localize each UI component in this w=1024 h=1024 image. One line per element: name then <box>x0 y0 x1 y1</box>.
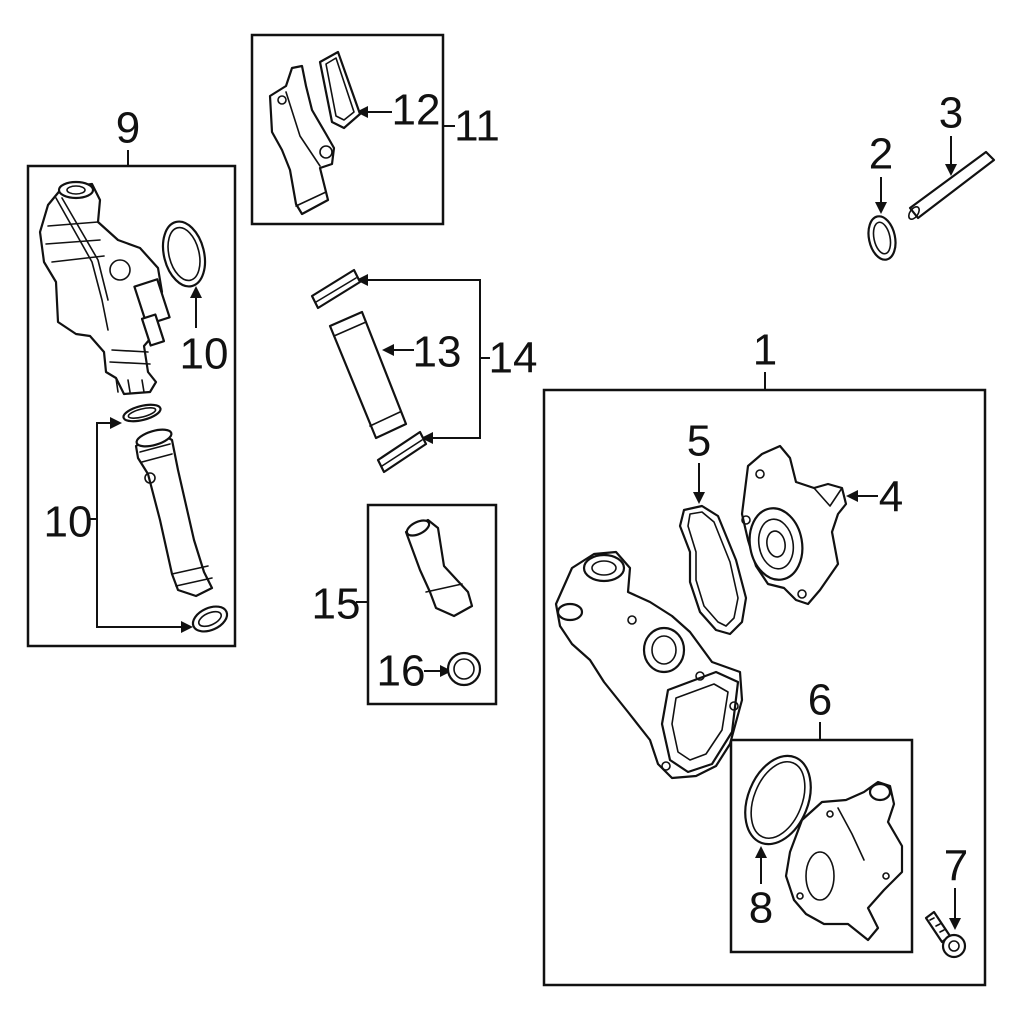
thermostat-housing <box>554 550 744 780</box>
part-10-o-ring-top <box>122 403 162 423</box>
coolant-pipe <box>134 428 214 598</box>
group-box-15 <box>366 503 498 706</box>
part-14-seal-upper <box>310 268 362 310</box>
group-box-6 <box>729 738 914 954</box>
part-7-bolt <box>924 910 967 959</box>
callout-10-left: 10 <box>44 498 93 547</box>
callout-12: 12 <box>392 86 441 135</box>
callout-8: 8 <box>749 884 773 933</box>
part-16-o-ring <box>446 651 482 687</box>
callout-11: 11 <box>454 102 500 151</box>
callout-5: 5 <box>687 417 711 466</box>
group-box-9 <box>26 164 237 648</box>
part-9-valve-housing <box>38 180 171 396</box>
part-4-water-pump <box>740 444 848 606</box>
callout-1: 1 <box>753 326 777 375</box>
callout-4: 4 <box>879 473 903 522</box>
part-3-tube <box>908 150 996 220</box>
part-11-outlet-bracket <box>268 64 336 216</box>
callout-6: 6 <box>808 676 832 725</box>
part-2-o-ring <box>867 215 897 261</box>
callout-9: 9 <box>116 104 140 153</box>
callout-2: 2 <box>869 130 893 179</box>
part-14-seal-lower <box>376 430 428 474</box>
callout-3: 3 <box>939 89 963 138</box>
callout-13: 13 <box>413 328 462 377</box>
callout-15: 15 <box>312 580 361 629</box>
callout-10-upper: 10 <box>180 330 229 379</box>
part-8-gasket <box>744 754 812 846</box>
callout-14: 14 <box>489 334 538 383</box>
part-12-gasket <box>318 50 362 130</box>
callout-7: 7 <box>944 842 968 891</box>
callout-16: 16 <box>377 647 426 696</box>
part-15-pipe-fitting <box>404 518 474 618</box>
part-6-thermostat-cover <box>784 780 904 942</box>
part-13-sleeve <box>328 310 408 440</box>
part-10-o-ring-upper <box>161 220 207 288</box>
group-box-11 <box>250 33 445 226</box>
part-10-o-ring-bottom <box>191 605 229 633</box>
part-5-gasket <box>678 504 748 636</box>
